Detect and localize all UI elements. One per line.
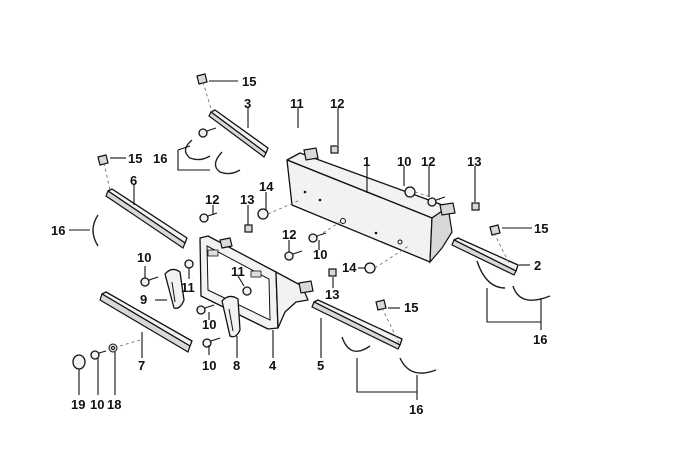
callout-13: 12 <box>330 96 344 111</box>
callout-13: 13 <box>240 192 254 207</box>
part-3-trim-strip <box>208 109 269 158</box>
part-9-bracket <box>164 268 185 309</box>
callout-10: 10 <box>90 397 104 412</box>
leader-lines <box>69 80 542 400</box>
callout-13: 13 <box>325 287 339 302</box>
callout-19: 19 <box>71 397 85 412</box>
callout-11: 11 <box>231 264 245 279</box>
callout-9: 9 <box>140 292 147 307</box>
callout-15: 15 <box>534 221 548 236</box>
callout-16: 16 <box>153 151 167 166</box>
callout-16: 16 <box>409 402 423 417</box>
callout-12: 12 <box>282 227 296 242</box>
callout-3: 3 <box>244 96 251 111</box>
part-4-plate-holder <box>199 235 314 330</box>
callout-15: 15 <box>242 74 256 89</box>
callout-8: 8 <box>233 358 240 373</box>
callout-labels: 15 3 11 12 15 16 6 1 10 12 13 14 12 13 1… <box>51 74 548 417</box>
callout-12: 11 <box>290 96 304 111</box>
callout-6: 6 <box>130 173 137 188</box>
callout-16: 16 <box>533 332 547 347</box>
callout-10: 10 <box>313 247 327 262</box>
callout-16: 16 <box>51 223 65 238</box>
part-6-trim-strip <box>105 188 188 249</box>
part-7-trim-strip <box>99 291 193 353</box>
callout-4: 4 <box>269 358 277 373</box>
callout-10: 10 <box>202 317 216 332</box>
callout-7: 7 <box>138 358 145 373</box>
callout-15: 15 <box>404 300 418 315</box>
callout-14: 14 <box>259 179 274 194</box>
callout-13: 13 <box>467 154 481 169</box>
callout-11: 10 <box>397 154 411 169</box>
part-8-bracket <box>221 295 241 338</box>
callout-15: 15 <box>128 151 142 166</box>
part-5-trim-strip <box>311 299 403 350</box>
callout-5: 5 <box>317 358 324 373</box>
callout-10: 10 <box>202 358 216 373</box>
part-2-trim-strip <box>451 237 519 276</box>
spring-clips <box>92 139 551 374</box>
callout-1: 1 <box>363 154 370 169</box>
callout-11: 11 <box>181 280 195 295</box>
callout-12: 12 <box>421 154 435 169</box>
callout-14: 14 <box>342 260 357 275</box>
callout-10: 10 <box>137 250 151 265</box>
callout-18: 18 <box>107 397 121 412</box>
callout-2: 2 <box>534 258 541 273</box>
callout-12: 12 <box>205 192 219 207</box>
assembly-lines <box>103 81 511 347</box>
